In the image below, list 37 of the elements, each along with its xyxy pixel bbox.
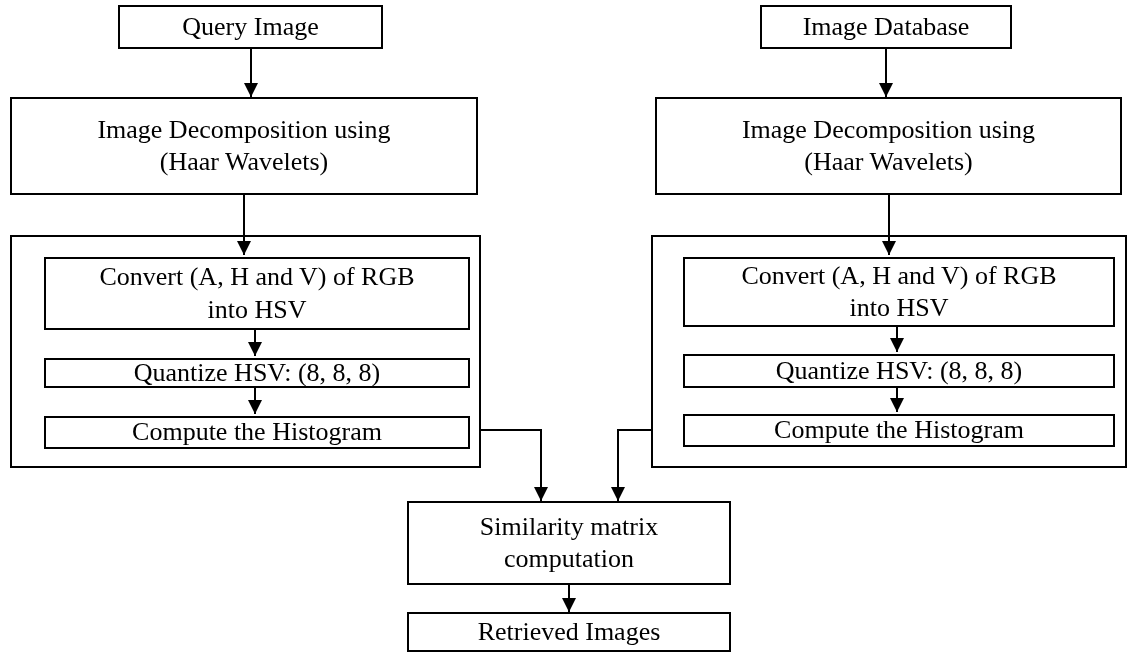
process-box [760,5,1012,49]
arrow [562,584,576,613]
box-text: Compute the Histogram [774,414,1024,447]
group-panel [651,235,1127,468]
box-text: Quantize HSV: (8, 8, 8) [133,356,381,389]
process-box [407,501,731,585]
arrow [611,429,652,502]
process-box [683,414,1115,447]
process-box [44,416,470,449]
process-box [683,354,1115,388]
box-text: Similarity matrix computation [478,510,660,575]
box-text: Quantize HSV: (8, 8, 8) [775,354,1023,387]
arrow [879,48,893,98]
process-box [118,5,383,49]
group-panel [10,235,481,468]
arrow [244,48,258,98]
box-text: Convert (A, H and V) of RGB into HSV [98,261,416,326]
arrow [890,385,904,413]
arrow [882,194,896,256]
box-text: Convert (A, H and V) of RGB into HSV [740,259,1058,324]
process-box [407,612,731,652]
arrow [248,327,262,357]
box-text: Image Decomposition using (Haar Wavelets) [96,113,392,178]
process-box [44,358,470,388]
box-text: Query Image [182,10,319,43]
arrow [248,385,262,415]
box-text: Image Decomposition using (Haar Wavelets) [740,113,1037,178]
process-box [655,97,1122,195]
process-box [10,97,478,195]
box-text: Compute the Histogram [132,416,382,449]
arrow [890,324,904,353]
arrow [480,429,548,502]
box-text: Retrieved Images [477,615,661,648]
box-text: Image Database [802,10,970,43]
arrow [237,194,251,256]
process-box [683,257,1115,327]
process-box [44,257,470,330]
